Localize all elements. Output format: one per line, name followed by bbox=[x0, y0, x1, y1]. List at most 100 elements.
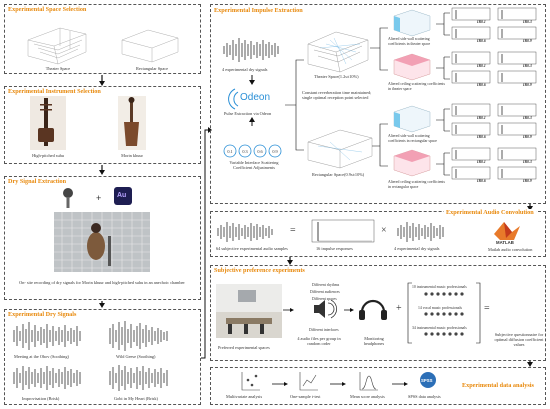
multivariate-icon bbox=[241, 372, 260, 391]
spaces-label: Different spaces bbox=[312, 297, 337, 301]
impulse-panel bbox=[210, 4, 546, 204]
dry-signal-2-label: Wild Geese (Soothing) bbox=[116, 354, 156, 359]
constant-rt-label: Constant reverberation time maintained; … bbox=[302, 90, 372, 100]
rect-wireframe bbox=[121, 29, 179, 63]
ir-label: IR0.1 bbox=[477, 20, 486, 24]
ir-label: IR0.1 bbox=[477, 64, 486, 68]
matlab-icon bbox=[494, 222, 520, 240]
speaker-icon bbox=[314, 299, 337, 319]
dry-signal-4-label: Gobi in My Heart (Brisk) bbox=[114, 396, 158, 401]
dry-extraction-panel bbox=[4, 176, 201, 300]
coef-circle bbox=[223, 144, 237, 158]
headphones-icon bbox=[359, 299, 387, 320]
theater-rays bbox=[319, 37, 361, 65]
waveform-3 bbox=[13, 366, 81, 390]
preference-title: Subjective preference experiments bbox=[214, 267, 305, 274]
theater-space-label: Theater Space bbox=[45, 66, 71, 71]
audition-icon bbox=[114, 187, 132, 205]
ir-label: IR0.6 bbox=[477, 83, 486, 87]
variable-coef-label: Variable Interface Scattering Coefficien… bbox=[229, 160, 279, 170]
multivariate-label: Multivariate analysis bbox=[226, 394, 263, 399]
ir-spikes bbox=[455, 10, 503, 178]
ir-label: IR0.1 bbox=[477, 160, 486, 164]
dry-extraction-title: Dry Signal Extraction bbox=[8, 178, 67, 185]
plus-sign-2: + bbox=[396, 303, 402, 314]
conv-dry-waveform bbox=[397, 222, 444, 242]
convolution-title: Experimental Audio Convolution bbox=[444, 209, 536, 216]
pulse-extraction-label: Pulse Extraction via Odeon bbox=[224, 111, 272, 116]
audiences-label: Different audiences bbox=[310, 290, 340, 294]
files-label: 4 audio files per group in random order bbox=[297, 336, 341, 346]
professionals-2: 14 vocal music professionals bbox=[418, 306, 462, 310]
convolution-panel bbox=[210, 211, 546, 257]
spss-logo-text: SPSS bbox=[421, 378, 433, 383]
rect-model bbox=[307, 129, 373, 169]
theater-space-rt: Theater Space(1.2s±10%) bbox=[314, 74, 359, 79]
plus-sign: + bbox=[96, 193, 101, 203]
microphone-icon bbox=[63, 188, 73, 208]
dry-extraction-caption: On- site recording of dry signals for Mo… bbox=[19, 280, 185, 285]
rect-rays bbox=[317, 141, 363, 161]
matlab-conv-label: Matlab audio convolution bbox=[488, 247, 533, 252]
spss-icon bbox=[420, 372, 436, 388]
rect-space-rt: Rectangular Space(0.9s±10%) bbox=[312, 172, 365, 177]
ttest-icon bbox=[299, 372, 318, 391]
morin-label: Morin khuur bbox=[121, 153, 143, 158]
alt-side-wall-rect bbox=[393, 105, 431, 133]
people-icons bbox=[424, 292, 464, 336]
coef-circle bbox=[238, 144, 252, 158]
odeon-icon bbox=[228, 88, 239, 110]
dry-signals-title: Experimental Dry Signals bbox=[8, 311, 77, 318]
coef-value: 0.6 bbox=[257, 149, 263, 154]
audition-label: Au bbox=[117, 192, 127, 199]
coef-circle bbox=[253, 144, 267, 158]
suhu-icon bbox=[38, 98, 54, 146]
room-label: Preferred experimental spaces bbox=[218, 345, 270, 350]
impulse-dry-waveform bbox=[223, 38, 279, 62]
matlab-text: MATLAB bbox=[496, 240, 514, 245]
preference-panel bbox=[210, 265, 546, 361]
alt-label-3: Altered side wall scattering coefficient… bbox=[388, 134, 437, 143]
ir-label: IR0.6 bbox=[477, 39, 486, 43]
morin-khuur-icon bbox=[124, 97, 139, 146]
waveform-4 bbox=[109, 365, 168, 391]
ir-label: IR0.6 bbox=[477, 179, 486, 183]
instrument-selection-panel bbox=[4, 86, 201, 164]
space-selection-title: Experimental Space Selection bbox=[8, 6, 87, 13]
mean-score-icon bbox=[359, 372, 378, 391]
impulse-response-plot bbox=[311, 219, 375, 243]
analysis-panel bbox=[210, 367, 546, 405]
ir-label: IR0.9 bbox=[523, 83, 532, 87]
ir-label: IR0.3 bbox=[523, 20, 532, 24]
professionals-3: 34 instrumental music professionals bbox=[412, 326, 467, 330]
instrument-selection-title: Experimental Instrument Selection bbox=[8, 88, 101, 95]
ir-plots bbox=[451, 7, 537, 180]
mean-label: Mean score analysis bbox=[350, 394, 385, 399]
professionals-1: 10 instrumental music professionals bbox=[412, 285, 467, 289]
alt-ceiling-theater bbox=[393, 53, 431, 81]
headphones-label: Monitoring headphones bbox=[363, 336, 385, 346]
conv-dry-label: 4 experimental dry signals bbox=[394, 246, 440, 251]
suhu-label: High-pitched suhu bbox=[32, 153, 64, 158]
waveform-1 bbox=[13, 322, 81, 350]
conv-equals: = bbox=[290, 225, 296, 236]
conv-times: × bbox=[381, 225, 387, 236]
ttest-label: One-sample t-test bbox=[290, 394, 321, 399]
ir-label: IR0.9 bbox=[523, 39, 532, 43]
professionals-bracket bbox=[407, 282, 481, 344]
coef-value: 0.1 bbox=[227, 149, 233, 154]
impulse-dry-label: 4 experimental dry signals bbox=[222, 67, 268, 72]
rhythms-label: Different rhythms bbox=[312, 283, 340, 287]
alt-label-1: Altered side wall scattering coefficient… bbox=[388, 37, 431, 46]
impulse-title: Experimental Impulse Extraction bbox=[214, 7, 303, 14]
